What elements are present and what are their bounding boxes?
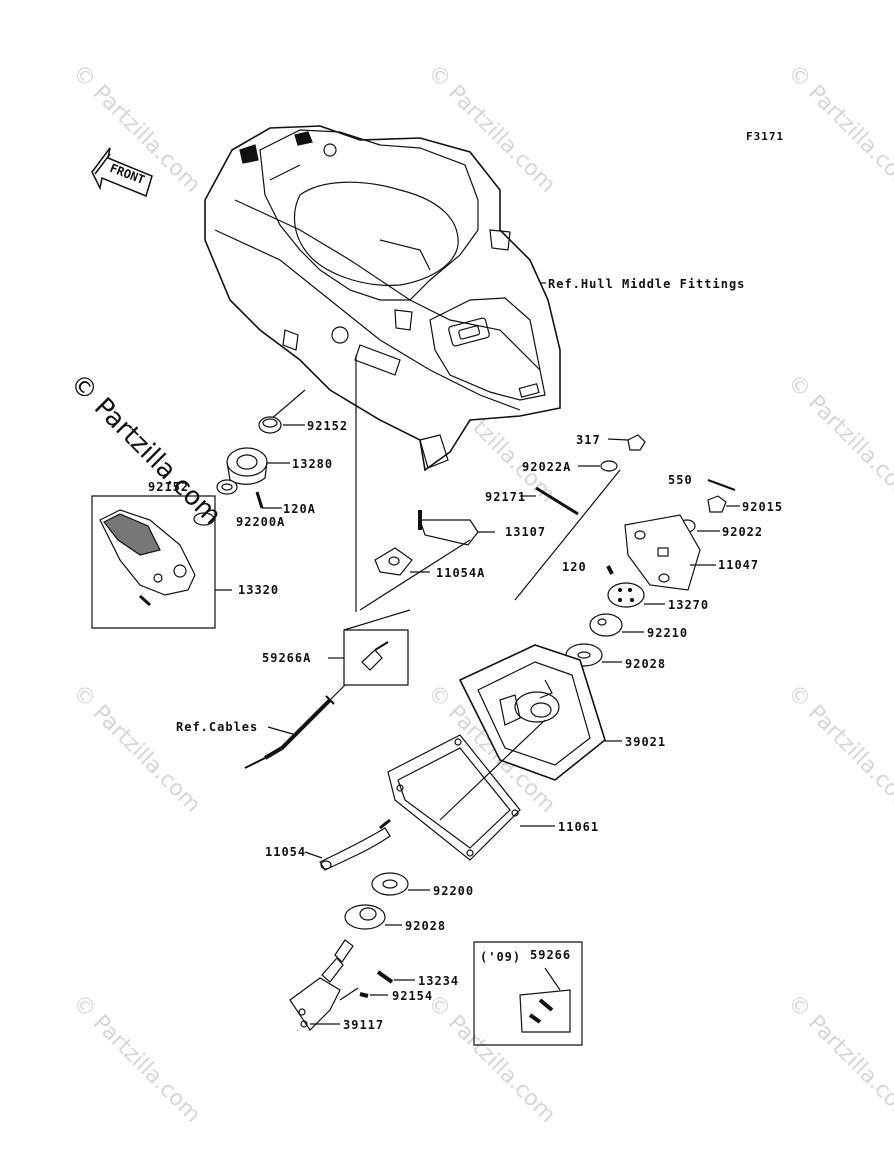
housing-39021 <box>458 644 622 781</box>
part-label: 92210 <box>647 626 689 640</box>
bolt-13234 <box>376 970 394 984</box>
part-label: 92022A <box>522 460 572 474</box>
cup-13280 <box>226 447 290 485</box>
part-label: 120 <box>562 560 587 574</box>
screw-120A <box>255 491 282 509</box>
bracket-11047 <box>624 514 716 591</box>
part-label: 92154 <box>392 989 434 1003</box>
nut-92015 <box>707 495 727 513</box>
panel-box-13320 <box>91 495 232 629</box>
inset-part-label: 59266 <box>530 948 572 962</box>
ref-hull-label: Ref.Hull Middle Fittings <box>548 277 746 291</box>
part-label: 13234 <box>418 974 460 988</box>
cable-end <box>244 684 346 769</box>
lever-11054 <box>304 818 391 871</box>
washer-92200A <box>193 512 215 526</box>
bushing-92028 <box>344 904 402 930</box>
part-label: 11054 <box>265 845 307 859</box>
part-label: 39021 <box>625 735 667 749</box>
part-label: 92200 <box>433 884 475 898</box>
part-label: 92152 <box>148 480 190 494</box>
box-59266A <box>328 609 411 686</box>
gasket-11061 <box>387 719 555 861</box>
inset-box-09 <box>473 941 583 1046</box>
part-label: 92152 <box>307 419 349 433</box>
washer-92200 <box>371 872 430 896</box>
part-label: 92200A <box>236 515 286 529</box>
inset-year-label: ('09) <box>480 950 522 964</box>
part-label: 39117 <box>343 1018 385 1032</box>
plate-11054A <box>359 539 471 611</box>
part-label: 92028 <box>405 919 447 933</box>
part-label: 11061 <box>558 820 600 834</box>
hull-body <box>204 125 561 472</box>
ring-92152 <box>216 479 238 495</box>
ref-cables-label: Ref.Cables <box>176 720 259 734</box>
part-label: 11054A <box>436 566 486 580</box>
part-label: 92028 <box>625 657 667 671</box>
part-label: 317 <box>576 433 601 447</box>
part-label: 59266A <box>262 651 312 665</box>
part-label: 120A <box>283 502 316 516</box>
shaft-39117 <box>289 939 359 1031</box>
part-label: 13280 <box>292 457 334 471</box>
part-label: 13270 <box>668 598 710 612</box>
front-arrow-icon <box>91 147 153 198</box>
grease-92154 <box>359 992 369 998</box>
part-label: 550 <box>668 473 693 487</box>
part-label: 92171 <box>485 490 527 504</box>
washer-92022A <box>600 460 618 472</box>
part-label: 92015 <box>742 500 784 514</box>
pin-550 <box>707 479 736 491</box>
diagram-code: F3171 <box>746 130 785 143</box>
part-label: 92022 <box>722 525 764 539</box>
disc-13270 <box>607 582 665 608</box>
part-label: 13320 <box>238 583 280 597</box>
screw-120 <box>606 565 614 575</box>
rod-92171 <box>535 486 579 516</box>
part-label: 11047 <box>718 558 760 572</box>
part-label: 13107 <box>505 525 547 539</box>
part-92210 <box>589 613 644 637</box>
lever-13107 <box>418 510 495 546</box>
nut-317 <box>627 434 646 451</box>
